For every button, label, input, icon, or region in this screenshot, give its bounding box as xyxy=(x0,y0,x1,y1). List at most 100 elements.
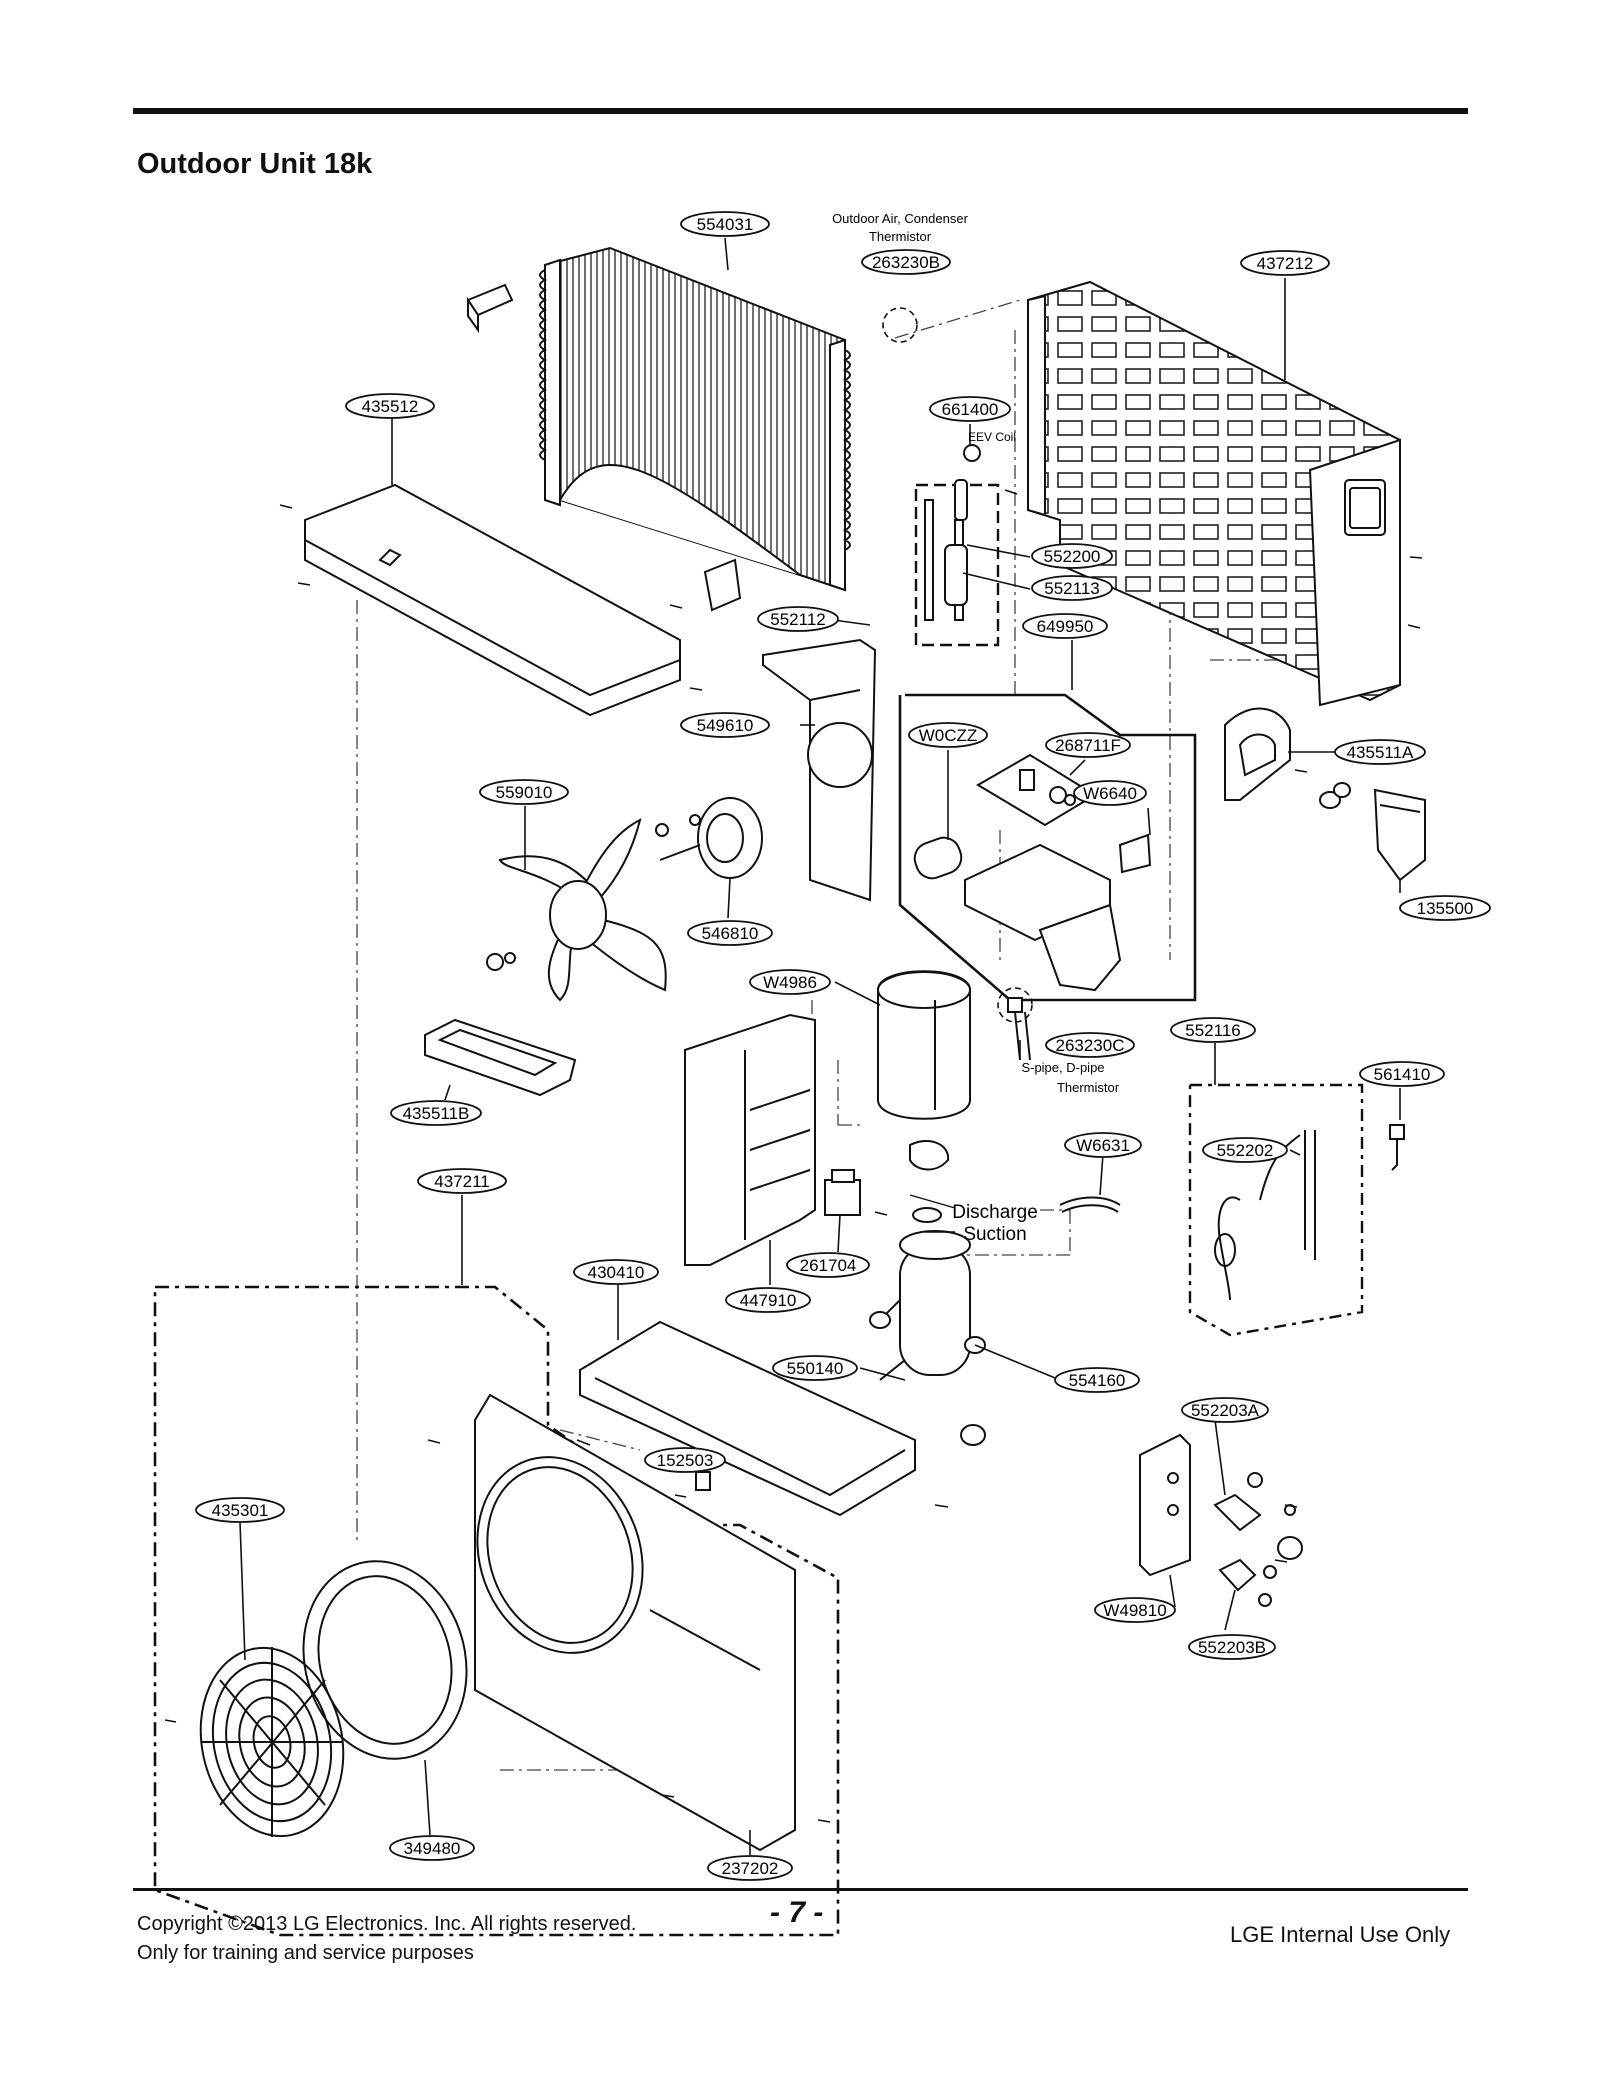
fan-orifice-part xyxy=(302,1560,468,1760)
terminal-box-part xyxy=(424,1018,577,1097)
exploded-parts-diagram: 554031263230B437212435512661400552200552… xyxy=(153,211,1491,1937)
callout-code: 559010 xyxy=(496,783,553,802)
screw-icons xyxy=(164,489,1423,1823)
callout-oval xyxy=(1031,543,1113,569)
page-title: Outdoor Unit 18k xyxy=(137,148,373,180)
fan-grille-part xyxy=(199,1646,345,1838)
callout-code: 349480 xyxy=(404,1839,461,1858)
callout-237202: 237202 xyxy=(707,1855,793,1881)
partition-plate-part xyxy=(684,1013,816,1266)
callout-code: 552113 xyxy=(1044,579,1099,598)
footer-copyright-line2: Only for training and service purposes xyxy=(137,1942,474,1964)
callout-oval xyxy=(1202,1137,1288,1163)
callout-oval xyxy=(644,1447,726,1473)
callout-552200: 552200 xyxy=(1031,543,1113,569)
callout-oval xyxy=(1031,575,1113,601)
callout-552202: 552202 xyxy=(1202,1137,1288,1163)
callout-code: 661400 xyxy=(942,400,999,419)
callout-261704: 261704 xyxy=(786,1252,870,1278)
callout-550140: 550140 xyxy=(772,1355,858,1381)
callout-code: 552203A xyxy=(1191,1401,1260,1420)
callout-oval xyxy=(195,1497,285,1523)
callout-oval xyxy=(1045,1032,1135,1058)
callout-oval xyxy=(1022,613,1108,639)
callout-552116: 552116 xyxy=(1170,1017,1256,1043)
callout-oval xyxy=(1064,1132,1142,1158)
callout-oval xyxy=(1399,895,1491,921)
callout-code: W6640 xyxy=(1083,784,1137,803)
callout-code: 435301 xyxy=(212,1501,269,1520)
leader-lines xyxy=(239,237,1401,1855)
callout-code: 437211 xyxy=(434,1172,489,1191)
callout-oval xyxy=(757,606,839,632)
compressor-part xyxy=(867,1230,986,1451)
callout-437211: 437211 xyxy=(417,1168,507,1194)
callout-code: 435511B xyxy=(403,1104,470,1123)
callout-oval xyxy=(786,1252,870,1278)
callout-oval xyxy=(861,249,951,275)
annotation-spipe-2: Thermistor xyxy=(1057,1080,1120,1095)
service-valve-b-part xyxy=(1218,1558,1277,1607)
footer-copyright-line1: Copyright ©2013 LG Electronics. Inc. All… xyxy=(137,1913,637,1935)
terminal-cover-part xyxy=(1373,788,1426,882)
callout-oval xyxy=(417,1168,507,1194)
compressor-terminal-parts xyxy=(909,1140,950,1223)
callout-code: 549610 xyxy=(697,716,754,735)
reactor-part xyxy=(824,1169,861,1216)
callout-code: 152503 xyxy=(657,1451,714,1470)
callout-552203A: 552203A xyxy=(1181,1397,1269,1423)
callout-oval xyxy=(1334,739,1426,765)
callout-552112: 552112 xyxy=(757,606,839,632)
eev-valve-part xyxy=(924,444,981,621)
control-box-part xyxy=(964,843,1122,992)
callout-oval xyxy=(1359,1061,1445,1087)
callout-435301: 435301 xyxy=(195,1497,285,1523)
group-box-valve-pipe xyxy=(1188,1083,1364,1337)
callout-code: 550140 xyxy=(787,1359,844,1378)
annotation-spipe-1: S-pipe, D-pipe xyxy=(1021,1060,1104,1075)
service-valve-bracket-part xyxy=(1139,1433,1191,1577)
annotation-suction: Suction xyxy=(963,1224,1026,1245)
callout-349480: 349480 xyxy=(389,1835,475,1861)
pipe-thermistor-part xyxy=(1007,997,1031,1061)
callout-135500: 135500 xyxy=(1399,895,1491,921)
callout-268711F: 268711F xyxy=(1045,732,1131,758)
callout-code: 649950 xyxy=(1037,617,1094,636)
callout-oval xyxy=(1045,732,1131,758)
motor-mount-part xyxy=(762,638,877,902)
callout-code: 263230B xyxy=(872,253,940,272)
callout-oval xyxy=(1181,1397,1269,1423)
callout-oval xyxy=(390,1100,482,1126)
callout-oval xyxy=(1240,250,1330,276)
annotation-outdoor-air-1: Outdoor Air, Condenser xyxy=(832,211,969,226)
callout-code: 552202 xyxy=(1217,1141,1274,1160)
callout-code: 135500 xyxy=(1417,899,1474,918)
page-number: - 7 - xyxy=(770,1896,824,1929)
callout-code: W49810 xyxy=(1103,1601,1166,1620)
callout-435512: 435512 xyxy=(345,393,435,419)
callout-oval xyxy=(749,969,831,995)
annotation-eev-coil: EEV Coil xyxy=(968,430,1016,444)
callout-code: 263230C xyxy=(1055,1036,1124,1055)
callout-code: W0CZZ xyxy=(919,726,978,745)
callout-554160: 554160 xyxy=(1054,1367,1140,1393)
callout-oval xyxy=(680,712,770,738)
bottom-rule xyxy=(133,1888,1468,1891)
callout-263230B: 263230B xyxy=(861,249,951,275)
capacitor-part xyxy=(913,836,963,880)
group-box-control-box xyxy=(898,693,1197,1002)
propeller-fan-part xyxy=(486,818,667,1002)
base-pan-part xyxy=(579,1320,916,1517)
callout-559010: 559010 xyxy=(479,779,569,805)
callout-oval xyxy=(772,1355,858,1381)
callout-code: 430410 xyxy=(588,1263,645,1282)
service-valve-a-part xyxy=(1213,1472,1303,1560)
annotation-discharge: Discharge xyxy=(952,1202,1038,1223)
callout-code: W6631 xyxy=(1076,1136,1130,1155)
callout-code: 435511A xyxy=(1347,743,1414,762)
callout-code: 268711F xyxy=(1055,736,1121,755)
callout-code: 437212 xyxy=(1257,254,1314,273)
callout-code: 561410 xyxy=(1374,1065,1431,1084)
callout-code: 552116 xyxy=(1185,1021,1240,1040)
